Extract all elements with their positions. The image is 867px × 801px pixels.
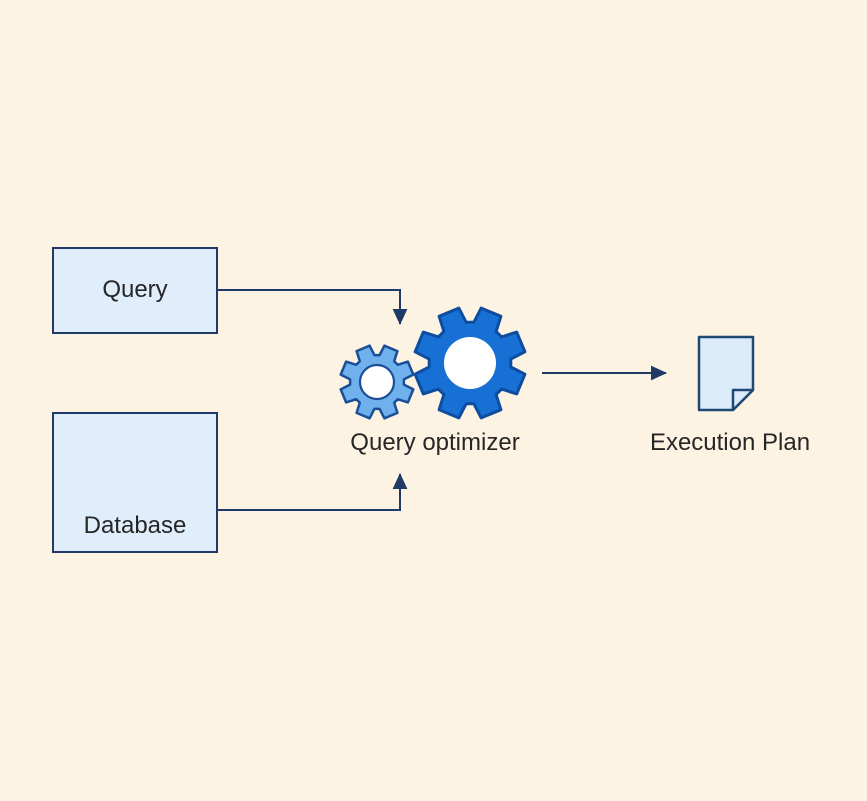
database-node: Database [52,412,218,553]
big-gear-icon [413,306,527,420]
arrow-query-to-optimizer [218,289,408,325]
document-page-icon [697,335,755,412]
database-node-label: Database [83,512,187,540]
small-gear-icon [339,344,415,420]
arrow-database-to-optimizer [218,473,408,511]
query-node: Query [52,247,218,334]
document-fold-corner [731,388,755,412]
query-node-label: Query [102,276,168,304]
small-gear-hole [358,363,396,401]
optimizer-label: Query optimizer [350,429,520,456]
execution-plan-label: Execution Plan [649,429,811,456]
big-gear-hole [444,337,496,389]
